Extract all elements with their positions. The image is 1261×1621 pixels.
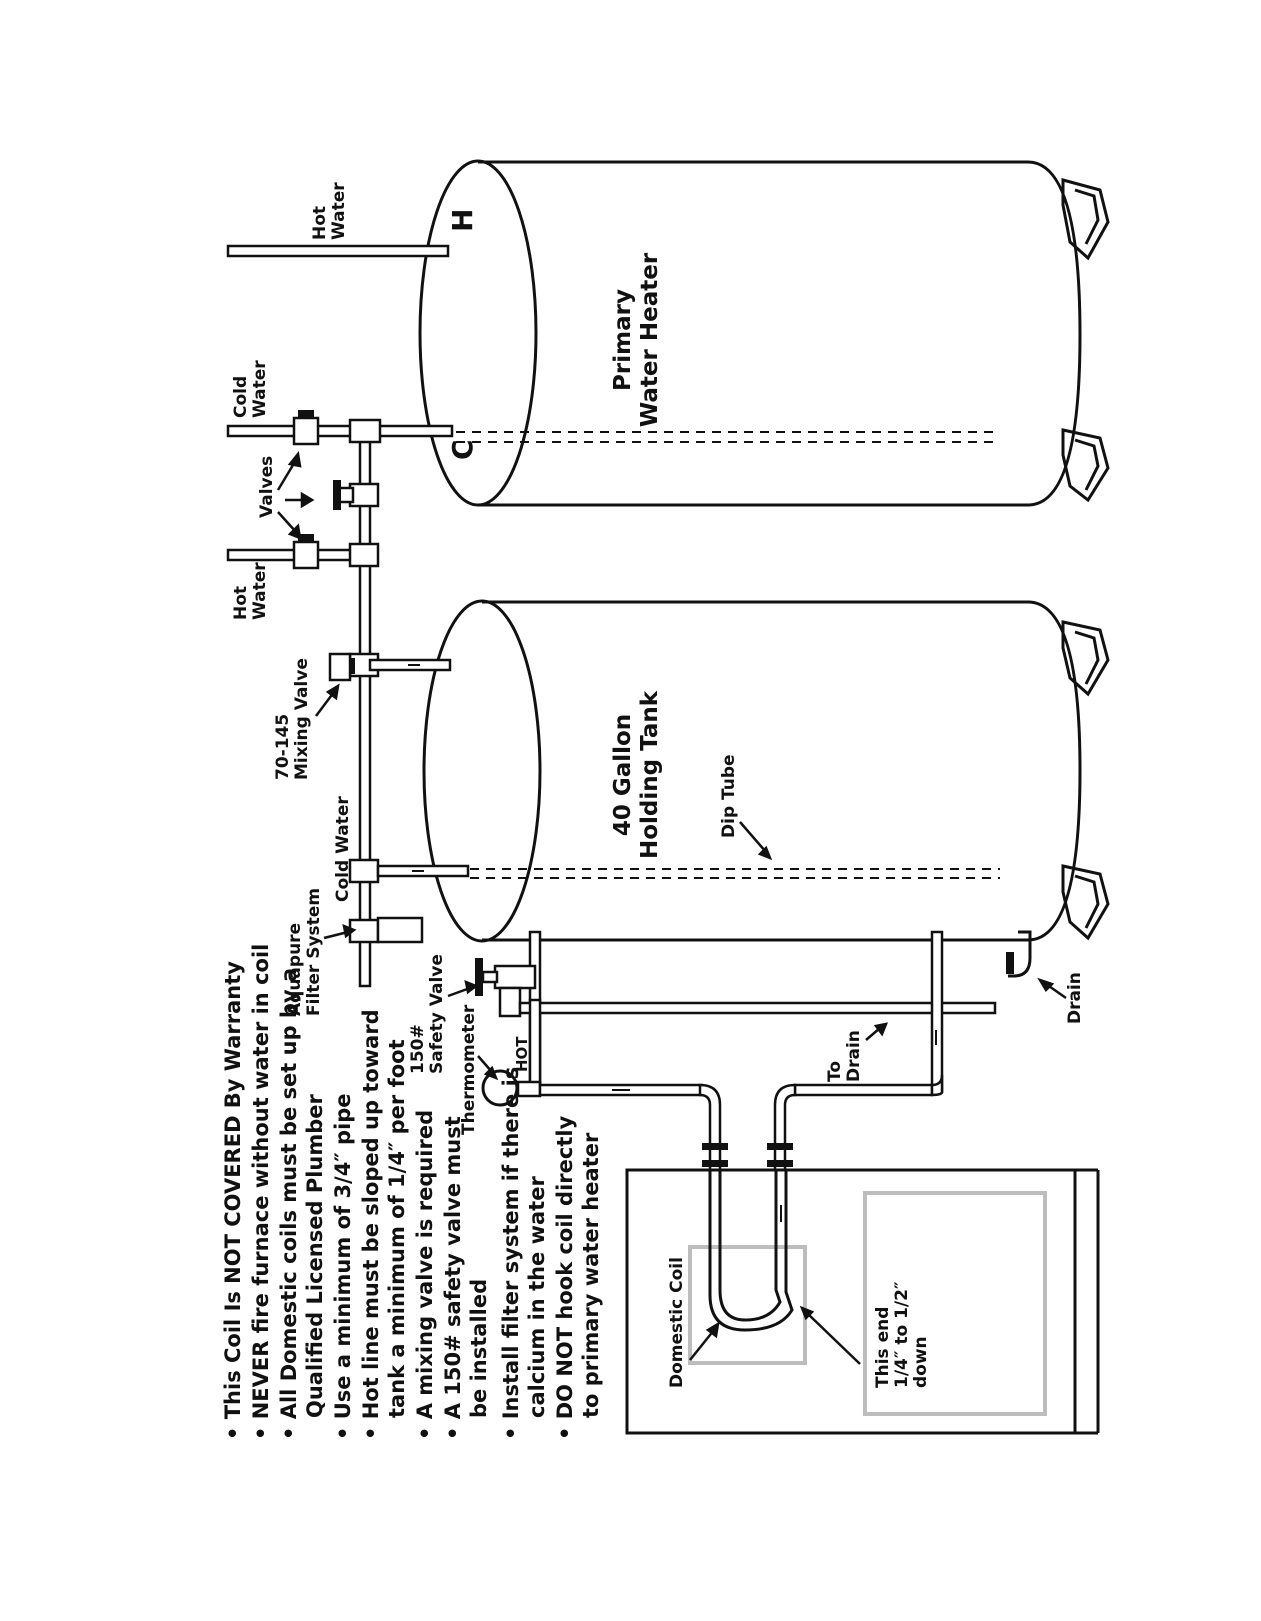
note-7: • A 150# safety valve must be installed (441, 1116, 491, 1440)
note-1: • This Coil Is NOT COVERED By Warranty (221, 961, 245, 1440)
label-primary-heater-2: Water Heater (637, 252, 663, 427)
label-aquapure-1: Aquapure (285, 923, 305, 1016)
note-5-line-2: tank a minimum of 1/4″ per foot (385, 1039, 409, 1418)
label-thermometer: Thermometer (459, 1004, 479, 1135)
label-to-drain-1: To (825, 1061, 845, 1082)
note-1-line-1: • This Coil Is NOT COVERED By Warranty (221, 961, 245, 1440)
note-8: • Install filter system if there is calc… (499, 1067, 549, 1440)
label-domestic-coil: Domestic Coil (667, 1257, 687, 1388)
note-7-line-1: • A 150# safety valve must (441, 1116, 465, 1440)
label-dip-tube: Dip Tube (719, 754, 739, 838)
notes-block: • This Coil Is NOT COVERED By Warranty •… (221, 944, 603, 1440)
label-coil-end-3: down (911, 1336, 931, 1388)
label-to-drain-2: Drain (844, 1030, 864, 1082)
label-safety-valve-2: Safety Valve (427, 954, 447, 1074)
label-aquapure: Aquapure Filter System (285, 888, 324, 1016)
label-holding-tank: 40 Gallon Holding Tank (610, 690, 663, 859)
label-coil-end: This end 1/4″ to 1/2″ down (873, 1281, 931, 1388)
note-4: • Use a minimum of 3/4″ pipe (331, 1093, 355, 1440)
label-to-drain: To Drain (825, 1030, 864, 1082)
note-5-line-1: • Hot line must be sloped up toward (359, 1009, 383, 1440)
label-coil-end-1: This end (873, 1307, 893, 1388)
label-safety-valve: 150# Safety Valve (408, 954, 447, 1074)
label-cold-water-primary-2: Water (250, 360, 270, 418)
label-mixing-valve-1: 70-145 (273, 714, 293, 780)
label-cold-water-primary-1: Cold (231, 376, 251, 418)
cold-hot-pipes (226, 244, 470, 988)
label-mixing-valve-2: Mixing Valve (292, 658, 312, 780)
label-holding-tank-1: 40 Gallon (610, 714, 636, 836)
label-coil-end-2: 1/4″ to 1/2″ (892, 1281, 912, 1388)
label-hot-water-primary-1: Hot (310, 206, 330, 240)
label-primary-heater-1: Primary (610, 289, 636, 391)
label-aquapure-2: Filter System (304, 888, 324, 1016)
label-hot-water-mix-1: Hot (231, 586, 251, 620)
primary-water-heater (418, 159, 1110, 507)
note-5: • Hot line must be sloped up toward tank… (359, 1009, 409, 1440)
label-holding-tank-2: Holding Tank (637, 690, 663, 859)
label-hot-water-primary-2: Water (329, 182, 349, 240)
c-marker: C (446, 439, 479, 460)
note-4-line-1: • Use a minimum of 3/4″ pipe (331, 1093, 355, 1440)
holding-tank (422, 599, 1110, 978)
note-6: • A mixing valve is required (413, 1110, 437, 1440)
label-valves: Valves (257, 456, 277, 518)
note-6-line-1: • A mixing valve is required (413, 1110, 437, 1440)
label-cold-water-primary: Cold Water (231, 360, 270, 418)
label-primary-heater: Primary Water Heater (610, 252, 663, 427)
note-2-line-1: • NEVER fire furnace without water in co… (249, 944, 273, 1440)
note-3-line-1: • All Domestic coils must be set up by a (277, 968, 301, 1440)
label-hot-water-mix: Hot Water (231, 562, 270, 620)
leader-arrows (276, 451, 1067, 1365)
label-hot-water-mix-2: Water (250, 562, 270, 620)
label-hot-water-primary: Hot Water (310, 182, 349, 240)
note-9-line-1: • DO NOT hook coil directly (553, 1115, 577, 1440)
note-3: • All Domestic coils must be set up by a… (277, 968, 327, 1440)
label-mixing-valve: 70-145 Mixing Valve (273, 658, 312, 780)
label-hot: HOT (513, 1036, 531, 1072)
note-8-line-1: • Install filter system if there is (499, 1067, 523, 1440)
furnace (625, 1168, 1100, 1435)
note-9-line-2: to primary water heater (579, 1132, 603, 1418)
note-7-line-2: be installed (467, 1279, 491, 1418)
label-cold-water-mid: Cold Water (333, 796, 353, 902)
note-3-line-2: Qualified Licensed Plumber (303, 1093, 327, 1418)
note-8-line-2: calcium in the water (525, 1176, 549, 1418)
h-marker: H (446, 209, 479, 232)
note-9: • DO NOT hook coil directly to primary w… (553, 1115, 603, 1440)
label-safety-valve-1: 150# (408, 1024, 428, 1074)
coil-pipes (475, 930, 997, 1172)
note-2: • NEVER fire furnace without water in co… (249, 944, 273, 1440)
label-drain: Drain (1065, 972, 1085, 1024)
